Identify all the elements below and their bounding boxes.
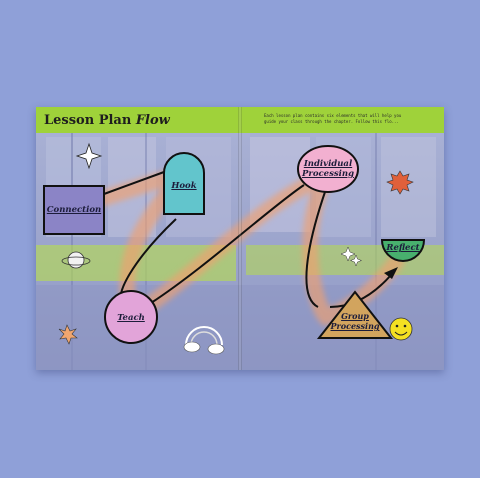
smiley-icon — [389, 317, 413, 341]
group-reflect-line — [329, 274, 392, 308]
individual-label: Individual Processing — [301, 159, 355, 179]
page-title: Lesson Plan Flow — [44, 113, 170, 128]
individual-group-line — [305, 188, 327, 308]
teach-label: Teach — [117, 313, 145, 323]
hook-node[interactable] — [163, 152, 205, 215]
planet-icon — [61, 251, 91, 269]
open-book: Lesson Plan Flow Each lesson plan contai… — [36, 107, 444, 370]
title-band-left — [36, 107, 240, 133]
group-node[interactable] — [316, 290, 394, 339]
group-label: Group Processing — [330, 311, 380, 331]
flow-lines — [103, 171, 392, 308]
intro-text: Each lesson plan contains six elements t… — [264, 113, 402, 124]
connection-hook-line — [103, 171, 165, 195]
title-main: Lesson Plan — [44, 113, 132, 128]
hook-label: Hook — [171, 181, 197, 191]
sun-icon — [386, 170, 414, 195]
reflect-label: Reflect — [386, 243, 420, 253]
sparkle-cluster-icon — [340, 246, 363, 267]
star-icon — [58, 324, 78, 345]
reflect-node[interactable] — [380, 239, 426, 262]
book-spine — [238, 107, 242, 370]
teach-node[interactable] — [104, 290, 158, 344]
connection-node[interactable] — [43, 185, 105, 235]
sparkle-icon — [75, 142, 103, 170]
teach-individual-line — [150, 184, 305, 304]
arrow-head — [384, 267, 398, 279]
title-accent: Flow — [135, 113, 170, 128]
connection-label: Connection — [46, 205, 102, 215]
individual-node[interactable] — [297, 145, 359, 193]
title-band-right — [240, 107, 444, 133]
lesson-flow-diagram — [36, 133, 444, 370]
cloud-rainbow-icon — [183, 326, 225, 355]
page-background — [36, 133, 444, 370]
